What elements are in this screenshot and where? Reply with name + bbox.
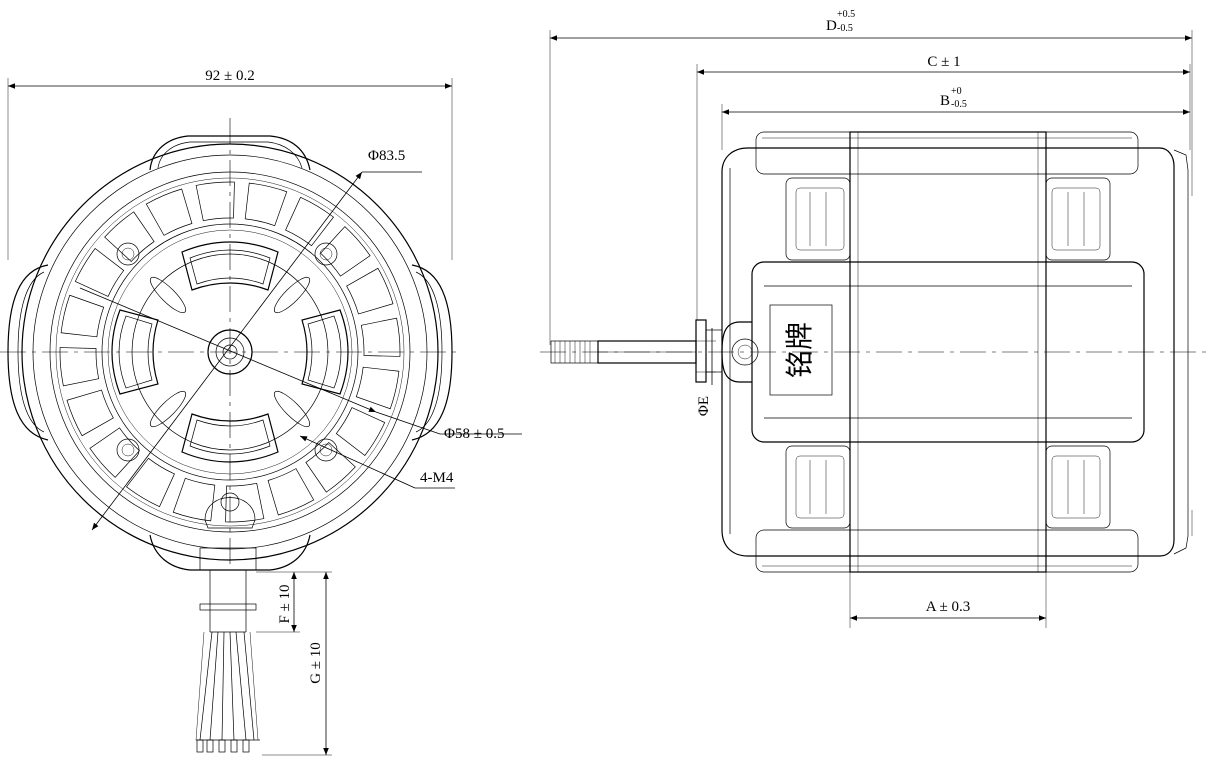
housing-body	[721, 147, 1175, 557]
lead-g-label: G ± 10	[308, 642, 324, 684]
nameplate-text: 铭牌	[783, 322, 816, 378]
windings	[785, 177, 1111, 529]
vent-slot	[126, 457, 175, 508]
top-band	[755, 131, 1139, 175]
lead-f-label: F ± 10	[277, 584, 293, 623]
bottom-band	[755, 529, 1139, 573]
b-tol-lower: -0.5	[951, 99, 967, 110]
side-view: 铭牌 ΦE	[540, 9, 1212, 628]
vent-slot	[285, 196, 334, 247]
dia-83-leader	[91, 171, 363, 531]
outer-diameter-label: Φ83.5	[368, 148, 405, 164]
rear-cap	[1173, 149, 1189, 555]
vent-slot	[335, 407, 386, 456]
vent-slot	[320, 226, 371, 277]
m4-leader	[299, 435, 416, 489]
b-dimension-label: B	[940, 93, 950, 109]
width-dimension-label: 92 ± 0.2	[205, 68, 254, 84]
vent-slot	[225, 482, 265, 523]
d-tol-upper: +0.5	[837, 9, 855, 20]
shaft-dia-label: ΦE	[696, 396, 712, 416]
left-side-lug	[7, 264, 49, 441]
dia-58-leader	[375, 411, 441, 435]
d-tol-lower: -0.5	[837, 23, 853, 34]
front-view: 92 ± 0.2 Φ83.5 Φ58 ± 0.5 4-M4 F ± 10 G ±…	[0, 68, 522, 756]
bolt-circle-label: Φ58 ± 0.5	[444, 426, 504, 442]
c-dimension-label: C ± 1	[927, 54, 960, 70]
vent-slot	[59, 347, 100, 387]
flange	[695, 319, 707, 383]
top-lug	[149, 135, 311, 171]
vent-slot	[244, 182, 288, 227]
vent-slot	[360, 317, 401, 357]
b-tol-upper: +0	[951, 86, 962, 97]
vent-slot	[195, 181, 235, 222]
stator-stack	[849, 131, 1047, 573]
housing-outer	[21, 143, 439, 561]
shaft	[550, 340, 697, 364]
nameplate-box	[769, 304, 833, 396]
vent-slot	[60, 294, 105, 338]
lead-wires	[195, 547, 260, 753]
vent-slot	[89, 427, 140, 478]
d-dimension-label: D	[826, 18, 837, 34]
vent-slot	[172, 477, 216, 522]
a-dimension-label: A ± 0.3	[926, 599, 971, 615]
right-side-lug	[411, 264, 453, 441]
vent-slot	[104, 211, 155, 262]
vent-slot	[355, 366, 400, 410]
holes-label: 4-M4	[420, 470, 454, 486]
